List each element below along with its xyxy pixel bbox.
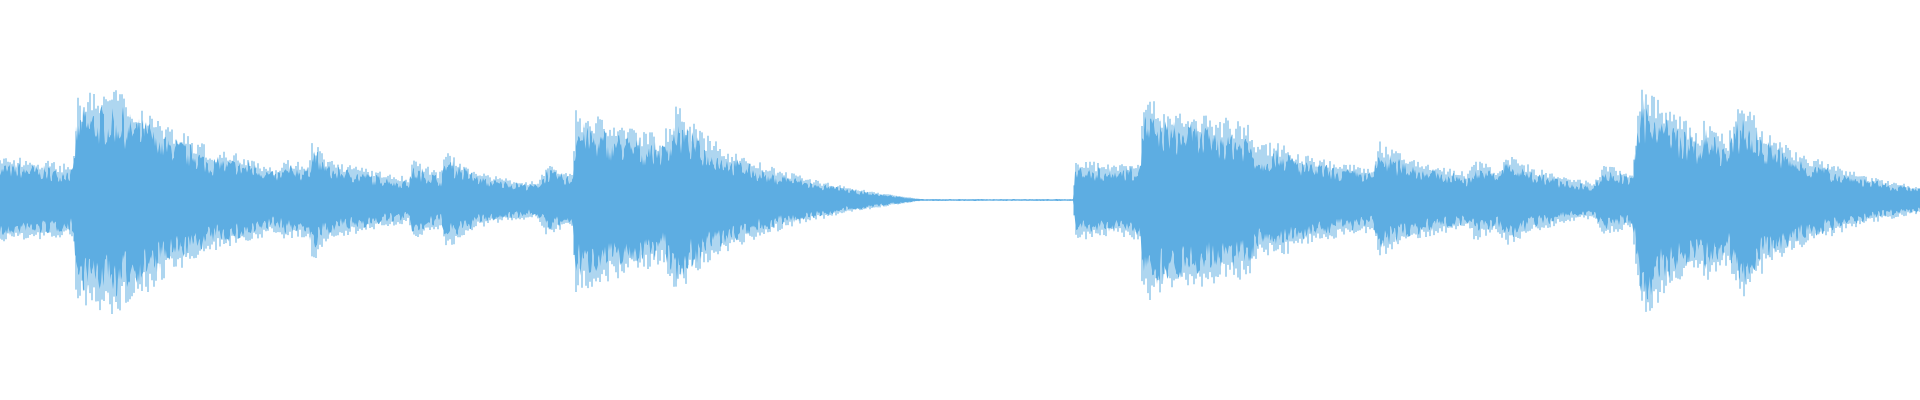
waveform-peaks	[0, 89, 1920, 314]
